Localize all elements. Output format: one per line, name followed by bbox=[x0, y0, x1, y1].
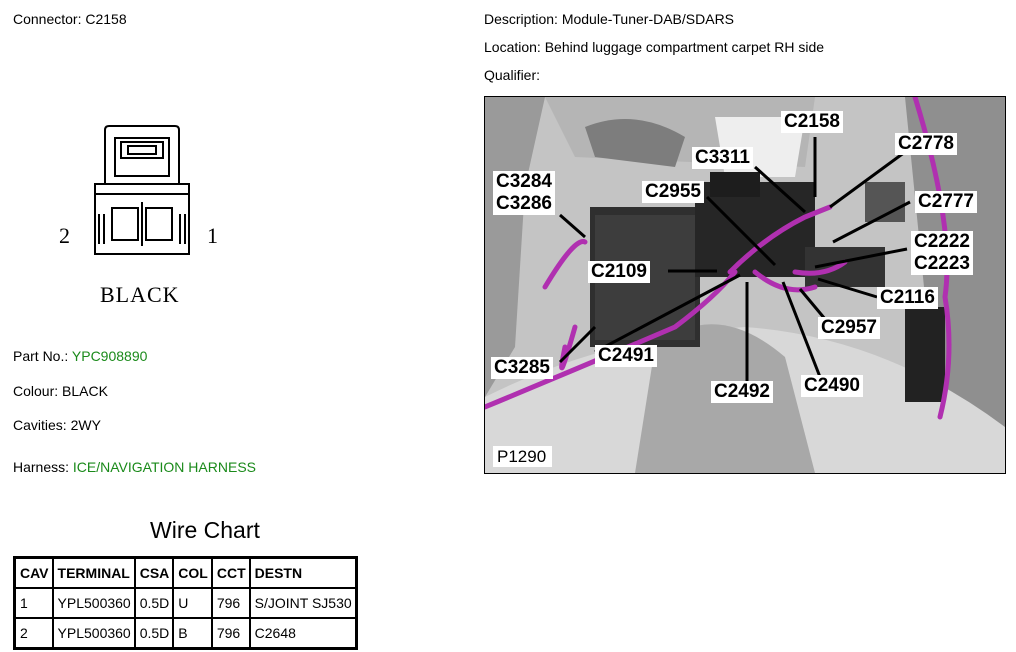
header-cav: CAV bbox=[13, 556, 54, 589]
cavities: Cavities: 2WY bbox=[13, 417, 101, 433]
location-photo: C2158 C2778 C3311 C2955 C3284 C3286 C277… bbox=[484, 96, 1006, 474]
cell-cct: 796 bbox=[210, 587, 251, 619]
callout-c3285: C3285 bbox=[491, 357, 553, 379]
cell-terminal: YPL500360 bbox=[51, 617, 136, 650]
header-cct: CCT bbox=[210, 556, 251, 589]
pin-2-label: 2 bbox=[59, 223, 70, 248]
table-row: 2 YPL500360 0.5D B 796 C2648 bbox=[13, 617, 358, 650]
connector-face-drawing: 2 1 bbox=[59, 125, 218, 255]
cell-terminal: YPL500360 bbox=[51, 587, 136, 619]
photo-id-label: P1290 bbox=[493, 446, 553, 467]
cell-cav: 2 bbox=[13, 617, 54, 650]
callout-c3311: C3311 bbox=[692, 147, 753, 169]
part-number-label: Part No.: bbox=[13, 348, 69, 364]
table-header-row: CAV TERMINAL CSA COL CCT DESTN bbox=[13, 556, 358, 589]
callout-c2955: C2955 bbox=[642, 181, 704, 203]
connector-value: C2158 bbox=[85, 11, 127, 27]
cell-col: B bbox=[172, 617, 213, 650]
pin-1-label: 1 bbox=[207, 223, 218, 248]
wire-chart-table: CAV TERMINAL CSA COL CCT DESTN 1 YPL5003… bbox=[13, 556, 358, 650]
location-value: Behind luggage compartment carpet RH sid… bbox=[544, 39, 825, 55]
header-csa: CSA bbox=[133, 556, 175, 589]
qualifier: Qualifier: bbox=[484, 67, 540, 83]
part-number-value: YPC908890 bbox=[71, 348, 148, 364]
harness-wires bbox=[485, 97, 952, 420]
header-col: COL bbox=[172, 556, 213, 589]
harness-label: Harness: bbox=[13, 459, 70, 475]
callout-c3286: C3286 bbox=[493, 193, 555, 215]
callout-c2222: C2222 bbox=[911, 231, 973, 253]
location-label: Location: bbox=[484, 39, 541, 55]
wire-chart-title: Wire Chart bbox=[150, 517, 260, 543]
callout-c2109: C2109 bbox=[588, 261, 650, 283]
callout-c2116: C2116 bbox=[877, 287, 938, 309]
colour-label: Colour: bbox=[13, 383, 59, 399]
cell-cav: 1 bbox=[13, 587, 54, 619]
cell-cct: 796 bbox=[210, 617, 251, 650]
description: Description: Module-Tuner-DAB/SDARS bbox=[484, 11, 734, 27]
callout-c2777: C2777 bbox=[915, 191, 977, 213]
callout-c2223: C2223 bbox=[911, 253, 973, 275]
connector-label: Connector: bbox=[13, 11, 82, 27]
callout-c2957: C2957 bbox=[818, 317, 880, 339]
cavities-label: Cavities: bbox=[13, 417, 67, 433]
description-value: Module-Tuner-DAB/SDARS bbox=[561, 11, 735, 27]
callout-c2158: C2158 bbox=[781, 111, 843, 133]
callout-c3284: C3284 bbox=[493, 171, 555, 193]
description-label: Description: bbox=[484, 11, 558, 27]
connector-color-label: BLACK bbox=[100, 282, 180, 307]
cell-col: U bbox=[172, 587, 213, 619]
callout-c2491: C2491 bbox=[595, 345, 657, 367]
cell-csa: 0.5D bbox=[133, 587, 175, 619]
colour-value: BLACK bbox=[62, 383, 108, 399]
callout-c2492: C2492 bbox=[711, 381, 773, 403]
table-row: 1 YPL500360 0.5D U 796 S/JOINT SJ530 bbox=[13, 587, 358, 619]
header-destn: DESTN bbox=[248, 556, 358, 589]
cavities-value: 2WY bbox=[70, 417, 101, 433]
cell-destn: S/JOINT SJ530 bbox=[248, 587, 358, 619]
callout-c2778: C2778 bbox=[895, 133, 957, 155]
qualifier-label: Qualifier: bbox=[484, 67, 541, 83]
harness-value: ICE/NAVIGATION HARNESS bbox=[72, 459, 256, 475]
harness: Harness: ICE/NAVIGATION HARNESS bbox=[13, 459, 256, 475]
colour: Colour: BLACK bbox=[13, 383, 108, 399]
cell-csa: 0.5D bbox=[133, 617, 175, 650]
cell-destn: C2648 bbox=[248, 617, 358, 650]
location: Location: Behind luggage compartment car… bbox=[484, 39, 824, 55]
callout-c2490: C2490 bbox=[801, 375, 863, 397]
part-number: Part No.: YPC908890 bbox=[13, 348, 147, 364]
connector-heading: Connector: C2158 bbox=[13, 11, 127, 27]
header-terminal: TERMINAL bbox=[51, 556, 136, 589]
